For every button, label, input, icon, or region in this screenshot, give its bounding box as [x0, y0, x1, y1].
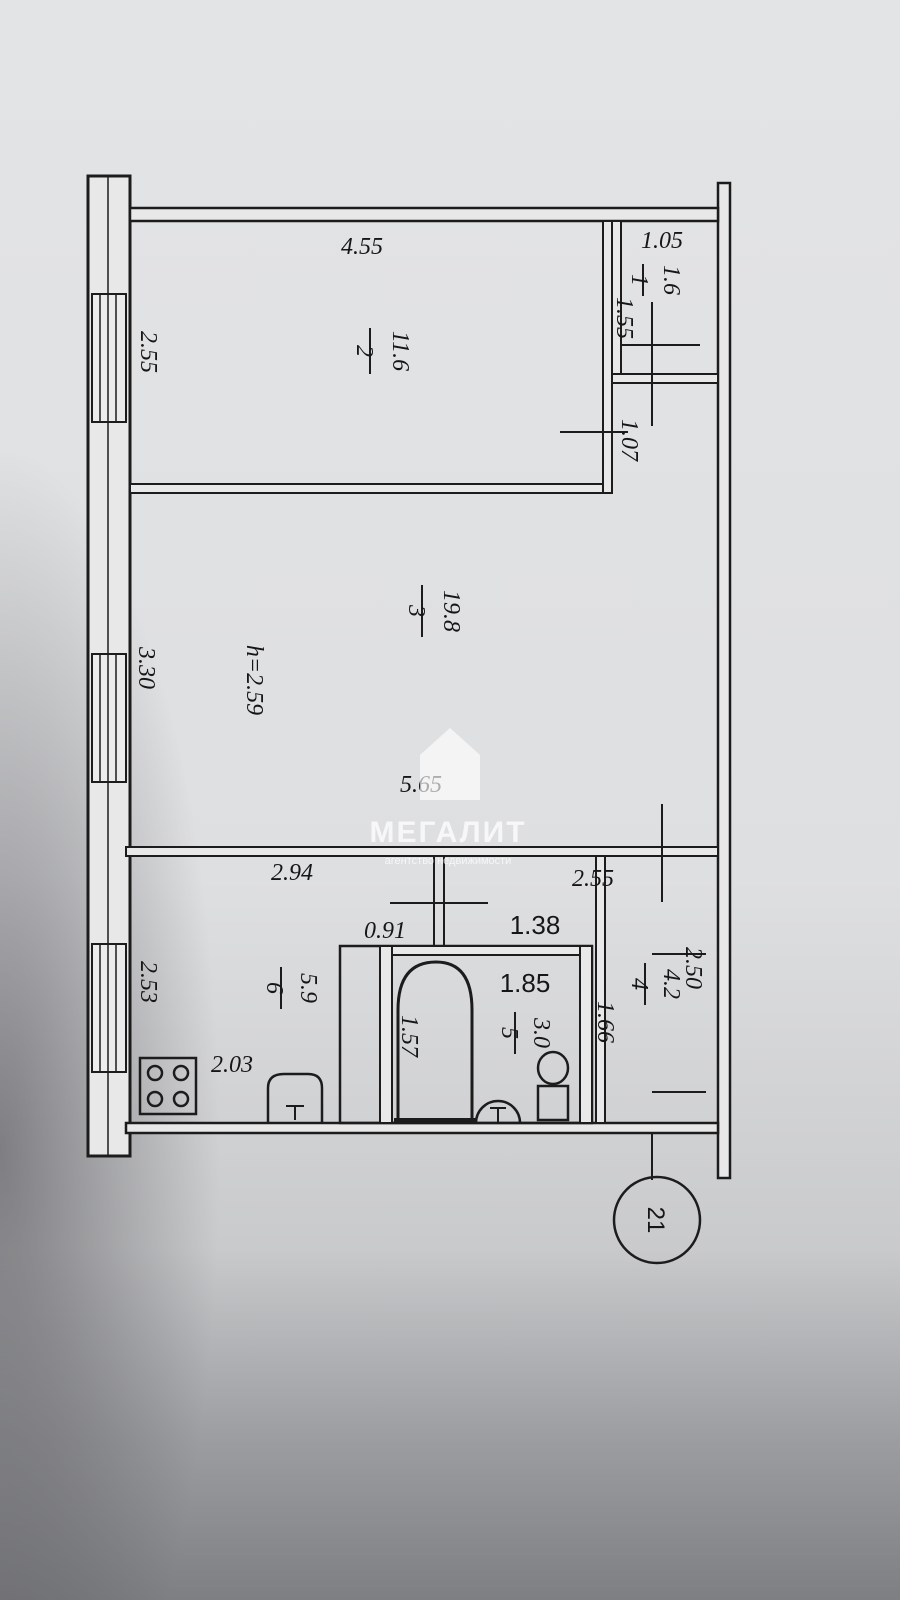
dim-wc-width: 0.91: [364, 918, 406, 944]
room5-area: 3.0: [528, 1017, 554, 1048]
dim-bath-depth: 1.85: [500, 968, 551, 998]
room2-area: 11.6: [387, 331, 413, 371]
room4-area: 4.2: [658, 969, 684, 999]
dim-ceiling-height: h=2.59: [241, 645, 267, 715]
dim-kitchen-width: 2.94: [271, 860, 313, 886]
room1-area: 1.6: [658, 265, 684, 295]
dim-room1-width: 1.05: [641, 228, 683, 254]
room5-number: 5: [496, 1027, 522, 1039]
door-marks: [390, 302, 706, 1180]
kitchen-sink-icon: [266, 1072, 324, 1123]
dim-bathtub-length: 1.57: [396, 1015, 422, 1058]
room4-number: 4: [626, 978, 652, 990]
wall-top: [128, 206, 720, 223]
room1-number: 1: [626, 274, 652, 286]
dim-room3-depth: 3.30: [133, 646, 159, 689]
bath-sink-icon: [474, 1099, 522, 1124]
watermark-tagline: агентство недвижимости: [385, 855, 512, 867]
window-room3: [91, 653, 127, 783]
dim-kitchen-depth: 2.53: [135, 961, 161, 1003]
partition-room1: [611, 220, 719, 384]
window-kitchen: [91, 943, 127, 1073]
stove-icon: [138, 1056, 198, 1116]
dim-kitchen-wall: 2.03: [211, 1052, 253, 1078]
dim-room2-width: 4.55: [341, 234, 383, 260]
dim-bath-width: 1.38: [510, 910, 561, 940]
dim-room1-depth: 1.55: [611, 297, 637, 339]
room6-area: 5.9: [295, 973, 321, 1003]
toilet-icon: [536, 1050, 570, 1122]
exterior-wall-right: [716, 181, 732, 1180]
section-marker-label: 21: [642, 1207, 669, 1234]
dim-hall-depth: 2.50: [680, 947, 706, 989]
dim-hall-width: 2.55: [572, 866, 614, 892]
room2-number: 2: [351, 345, 377, 357]
dim-room2-depth: 2.55: [135, 331, 161, 373]
room3-area: 19.8: [438, 590, 464, 632]
fraction-bars: [280, 264, 646, 1054]
partition-room3: [125, 846, 719, 857]
room6-number: 6: [261, 982, 287, 994]
wall-bottom: [124, 1121, 720, 1135]
bathtub-icon: [394, 960, 476, 1123]
dim-corridor-upper: 1.07: [616, 419, 642, 462]
watermark-brand: МЕГАЛИТ: [369, 816, 526, 849]
watermark: МЕГАЛИТ агентство недвижимости: [369, 728, 526, 867]
room3-number: 3: [403, 604, 429, 617]
bathroom-block: [338, 855, 606, 1125]
section-marker: 21: [612, 1175, 702, 1265]
window-room2: [91, 293, 127, 423]
dim-hall-inner: 1.66: [592, 1001, 618, 1043]
